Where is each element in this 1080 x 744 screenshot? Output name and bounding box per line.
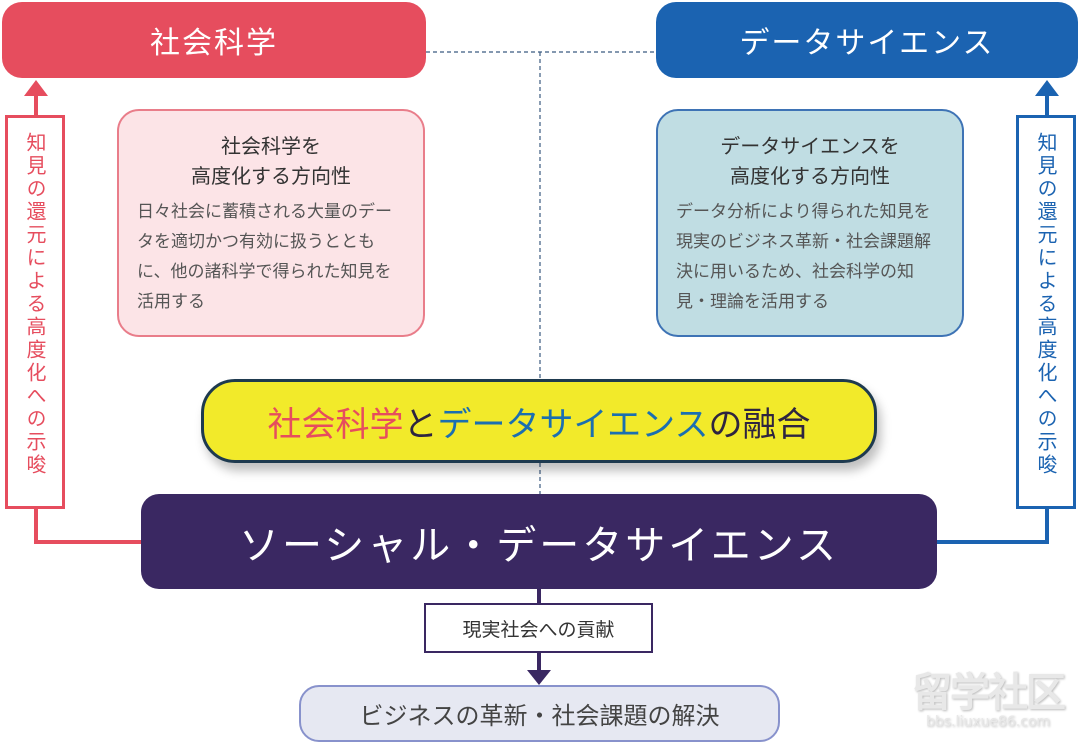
fusion-and: と [403,404,438,445]
fusion-banner: 社会科学 と データサイエンス の融合 [201,379,877,463]
contribution-label-box: 現実社会への貢献 [424,603,653,653]
result-label: ビジネスの革新・社会課題の解決 [359,702,720,730]
card-title: 社会科学を 高度化する方向性 [137,131,405,191]
right-feedback-label-box: 知見の還元による高度化への示唆 [1016,115,1076,509]
card-title-line2: 高度化する方向性 [730,164,890,188]
watermark-main: 留学社区 [912,670,1066,716]
data-science-header: データサイエンス [656,2,1078,78]
card-title-line1: データサイエンスを [720,134,900,158]
card-title-line1: 社会科学を [221,134,321,158]
right-feedback-label: 知見の還元による高度化への示唆 [1034,132,1058,477]
fusion-social-science: 社会科学 [267,404,404,445]
left-feedback-label-box: 知見の還元による高度化への示唆 [5,115,65,509]
data-science-header-label: データサイエンス [739,26,995,61]
left-feedback-label: 知見の還元による高度化への示唆 [23,132,47,477]
card-body: 日々社会に蓄積される大量のデータを適切かつ有効に扱うとともに、他の諸科学で得られ… [137,202,392,312]
result-box: ビジネスの革新・社会課題の解決 [299,685,780,742]
fusion-suffix: の融合 [708,404,811,445]
social-science-direction-card: 社会科学を 高度化する方向性 日々社会に蓄積される大量のデータを適切かつ有効に扱… [117,109,425,337]
social-data-science-box: ソーシャル・データサイエンス [141,494,937,589]
social-science-header-label: 社会科学 [150,26,278,61]
card-body: データ分析により得られた知見を現実のビジネス革新・社会課題解決に用いるため、社会… [676,202,931,312]
data-science-direction-card: データサイエンスを 高度化する方向性 データ分析により得られた知見を現実のビジネ… [656,109,964,337]
social-data-science-label: ソーシャル・データサイエンス [239,522,839,569]
card-title: データサイエンスを 高度化する方向性 [676,131,944,191]
social-science-header: 社会科学 [2,2,426,78]
contribution-label: 現実社会への貢献 [462,618,615,641]
watermark: 留学社区 bbs.liuxue86.com [908,672,1068,732]
fusion-data-science: データサイエンス [437,404,709,445]
watermark-sub: bbs.liuxue86.com [925,714,1051,730]
card-title-line2: 高度化する方向性 [191,164,351,188]
